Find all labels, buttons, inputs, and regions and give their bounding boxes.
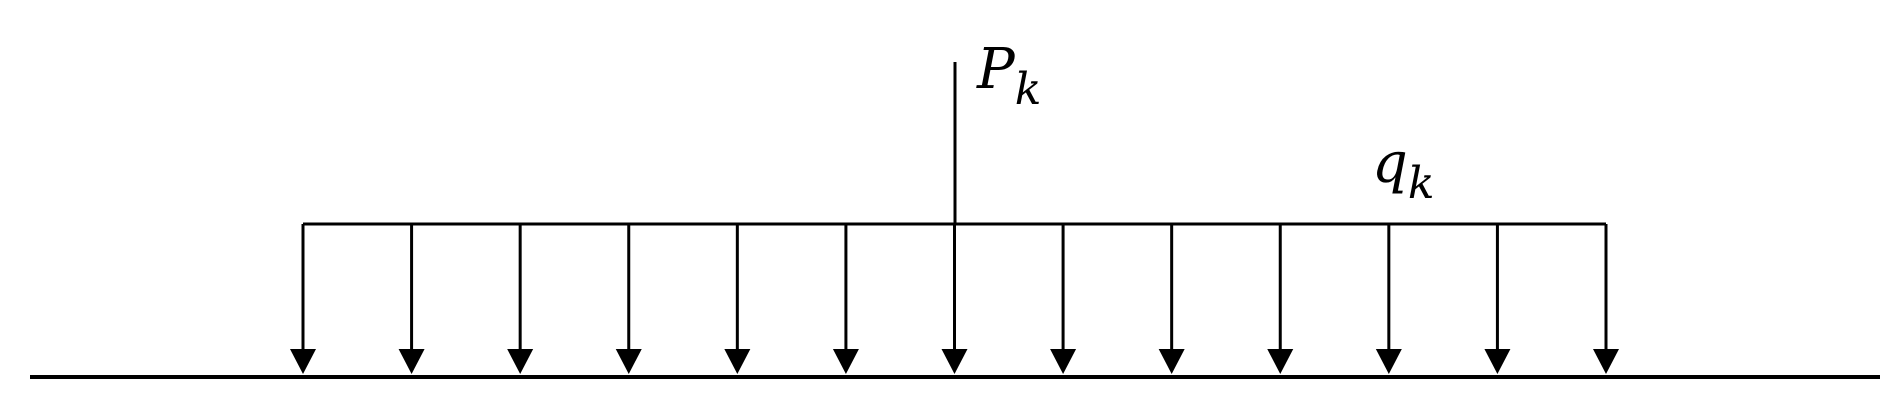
point-load-arrowhead xyxy=(941,349,968,374)
load-arrowhead xyxy=(832,349,859,374)
load-arrowhead xyxy=(1050,349,1077,374)
load-arrowhead xyxy=(1375,349,1402,374)
load-arrowhead xyxy=(1593,349,1619,374)
load-arrowhead xyxy=(724,349,751,374)
distributed-load-subscript: k xyxy=(1408,158,1435,209)
load-arrowhead xyxy=(507,349,534,374)
point-load-label: Pk xyxy=(976,37,1041,115)
distributed-load-symbol: q xyxy=(1372,131,1408,196)
load-arrowhead xyxy=(1484,349,1511,374)
point-load-subscript: k xyxy=(1015,64,1042,115)
distributed-load-arrows xyxy=(290,224,1619,374)
load-arrowhead xyxy=(1267,349,1294,374)
distributed-load-label: qk xyxy=(1372,131,1435,209)
load-arrowhead xyxy=(1158,349,1185,374)
load-arrowhead xyxy=(398,349,425,374)
load-arrowhead xyxy=(615,349,642,374)
load-arrowhead xyxy=(290,349,316,374)
point-load-symbol: P xyxy=(976,37,1016,102)
